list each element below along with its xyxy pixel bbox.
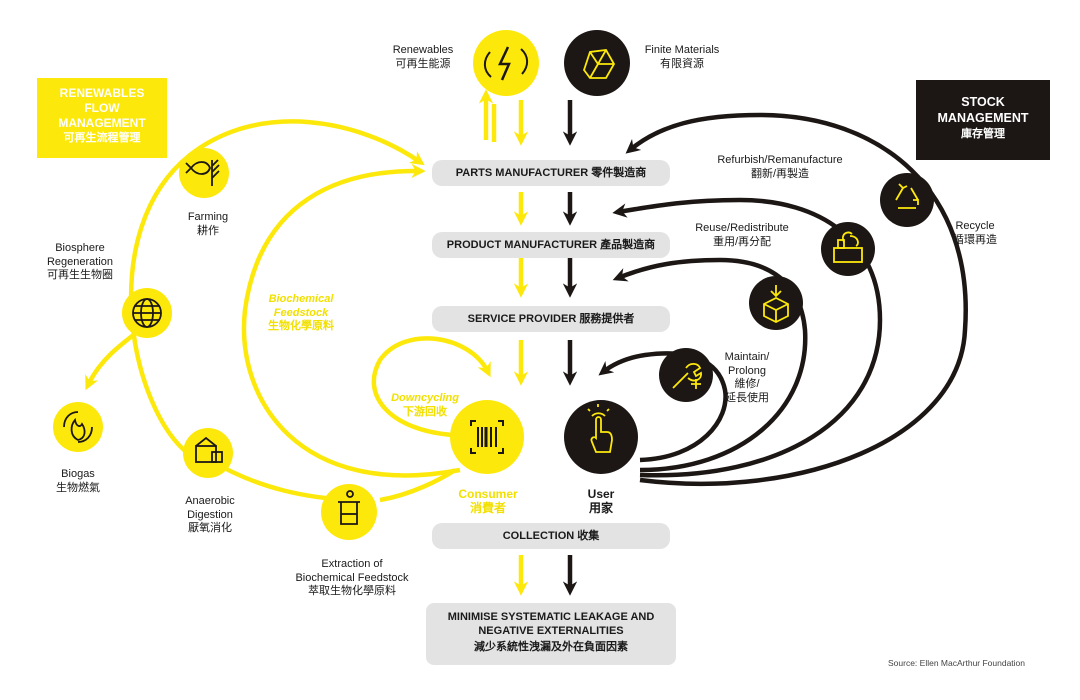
- refurbish-label: Refurbish/Remanufacture 翻新/再製造: [700, 154, 860, 181]
- factory-icon: [833, 231, 863, 263]
- reuse-label-zh: 重用/再分配: [712, 235, 772, 248]
- extraction-label: Extraction of Biochemical Feedstock 萃取生物…: [282, 558, 422, 599]
- touch-icon: [587, 404, 613, 453]
- recycle-loop-arrow: [625, 112, 968, 487]
- maintain-label-zh-2: 延長使用: [725, 391, 769, 404]
- recycle-label-zh: 循環再造: [953, 233, 997, 246]
- fish-plant-icon: [185, 159, 220, 186]
- biogas-label: Biogas 生物燃氣: [48, 468, 108, 495]
- renewables-label-zh: 可再生能源: [395, 57, 451, 70]
- recycle-node: [880, 173, 934, 227]
- recycle-label: Recycle 循環再造: [940, 220, 1010, 247]
- renewables-box-line-2: FLOW: [84, 101, 120, 115]
- reuse-label-en: Reuse/Redistribute: [695, 222, 789, 234]
- refurbish-node: [821, 222, 875, 276]
- finite-label-zh: 有限資源: [660, 57, 704, 70]
- maintain-label-en-1: Maintain/: [724, 351, 770, 363]
- user-label: User 用家: [571, 487, 631, 515]
- downcycling-loop-arrow: [371, 336, 491, 438]
- consumer-label-zh: 消費者: [469, 500, 506, 515]
- anaerobic-label-en-2: Digestion: [187, 508, 233, 521]
- anaerobic-label-zh: 厭氧消化: [188, 522, 232, 534]
- downcycling-label-en: Downcycling: [391, 392, 459, 404]
- parts-manufacturer-stage: PARTS MANUFACTURER 零件製造商: [432, 160, 670, 186]
- biosphere-label-en-2: Regeneration: [46, 255, 114, 268]
- extraction-to-consumer-arc: [379, 468, 457, 503]
- refurbish-label-zh: 翻新/再製造: [750, 167, 810, 180]
- downcycling-label-zh: 下游回收: [403, 405, 447, 418]
- farming-label-en: Farming: [187, 211, 229, 223]
- biosphere-label: Biosphere Regeneration 可再生生物圈: [30, 242, 130, 283]
- feedstock-label-en-2: Feedstock: [273, 306, 329, 319]
- biosphere-label-en-1: Biosphere: [55, 242, 105, 254]
- service-provider-stage: SERVICE PROVIDER 服務提供者: [432, 306, 670, 332]
- maintain-label: Maintain/ Prolong 維修/ 延長使用: [712, 351, 782, 405]
- minimise-line-2: NEGATIVE EXTERNALITIES: [478, 625, 624, 637]
- maintain-label-zh-1: 維修/: [734, 378, 760, 390]
- recycle-label-en: Recycle: [955, 220, 995, 232]
- extraction-label-en-1: Extraction of: [321, 558, 383, 570]
- stock-management-box: STOCK MANAGEMENT 庫存管理: [916, 80, 1050, 160]
- renewables-flows: [85, 89, 529, 596]
- consumer-label-en: Consumer: [458, 487, 518, 501]
- collection-stage: COLLECTION 收集: [432, 523, 670, 549]
- anaerobic-label-en-1: Anaerobic: [185, 495, 235, 507]
- box-arrow-icon: [763, 285, 789, 324]
- reuse-label: Reuse/Redistribute 重用/再分配: [682, 222, 802, 249]
- downcycling-label: Downcycling 下游回收: [380, 392, 470, 419]
- minimise-chinese: 減少系統性洩漏及外在負面因素: [474, 641, 628, 653]
- anaerobic-node: [183, 428, 233, 478]
- farming-label: Farming 耕作: [178, 211, 238, 238]
- renewables-box-chinese: 可再生流程管理: [63, 132, 141, 144]
- beaker-icon: [338, 490, 360, 525]
- renewables-icon: [483, 46, 529, 81]
- renewables-box-line-3: MANAGEMENT: [58, 116, 146, 130]
- stock-box-line-1: STOCK: [961, 95, 1005, 109]
- recycle-icon: [895, 183, 919, 209]
- user-label-zh: 用家: [588, 500, 613, 515]
- extraction-label-en-2: Biochemical Feedstock: [295, 571, 409, 584]
- digester-icon: [195, 436, 223, 463]
- extraction-node: [321, 484, 377, 540]
- barcode-icon: [470, 420, 504, 454]
- arrow-to-biogas: [85, 328, 142, 391]
- rock-icon: [582, 49, 616, 79]
- reuse-node: [749, 276, 803, 330]
- minimise-line-1: MINIMISE SYSTEMATIC LEAKAGE AND: [447, 611, 655, 623]
- biosphere-label-zh: 可再生生物圈: [47, 269, 113, 281]
- maintain-label-en-2: Prolong: [728, 364, 766, 377]
- renewables-box-line-1: RENEWABLES: [59, 86, 145, 100]
- user-label-en: User: [587, 487, 615, 501]
- biogas-label-zh: 生物燃氣: [56, 481, 100, 494]
- wrench-icon: [672, 362, 702, 389]
- outer-loop-arrow: [128, 119, 425, 457]
- biochemical-feedstock-label: Biochemical Feedstock 生物化學原料: [246, 293, 356, 334]
- stock-box-chinese: 庫存管理: [961, 128, 1005, 140]
- source-note: Source: Ellen MacArthur Foundation: [888, 658, 1026, 668]
- feedstock-loop-arrow: [241, 163, 461, 478]
- refurbish-label-en: Refurbish/Remanufacture: [717, 154, 843, 166]
- feedstock-label-en-1: Biochemical: [268, 293, 334, 305]
- user-node: [564, 400, 638, 474]
- product-manufacturer-stage: PRODUCT MANUFACTURER 產品製造商: [432, 232, 670, 258]
- finite-label-en: Finite Materials: [644, 44, 720, 56]
- anaerobic-label: Anaerobic Digestion 厭氧消化: [165, 495, 255, 536]
- renewables-label-en: Renewables: [392, 44, 454, 56]
- stock-box-line-2: MANAGEMENT: [937, 111, 1029, 125]
- renewables-label: Renewables 可再生能源: [378, 44, 468, 71]
- extraction-label-zh: 萃取生物化學原料: [308, 585, 396, 597]
- flame-icon: [63, 411, 93, 443]
- biogas-label-en: Biogas: [61, 468, 95, 480]
- finite-materials-label: Finite Materials 有限資源: [632, 44, 732, 71]
- minimise-leakage-stage: MINIMISE SYSTEMATIC LEAKAGE AND NEGATIVE…: [426, 603, 676, 665]
- globe-icon: [132, 298, 162, 328]
- feedstock-label-zh: 生物化學原料: [268, 320, 334, 332]
- farming-label-zh: 耕作: [197, 224, 219, 237]
- biogas-node: [53, 402, 103, 452]
- renewables-flow-management-box: RENEWABLES FLOW MANAGEMENT 可再生流程管理: [37, 78, 167, 158]
- consumer-label: Consumer 消費者: [448, 487, 528, 515]
